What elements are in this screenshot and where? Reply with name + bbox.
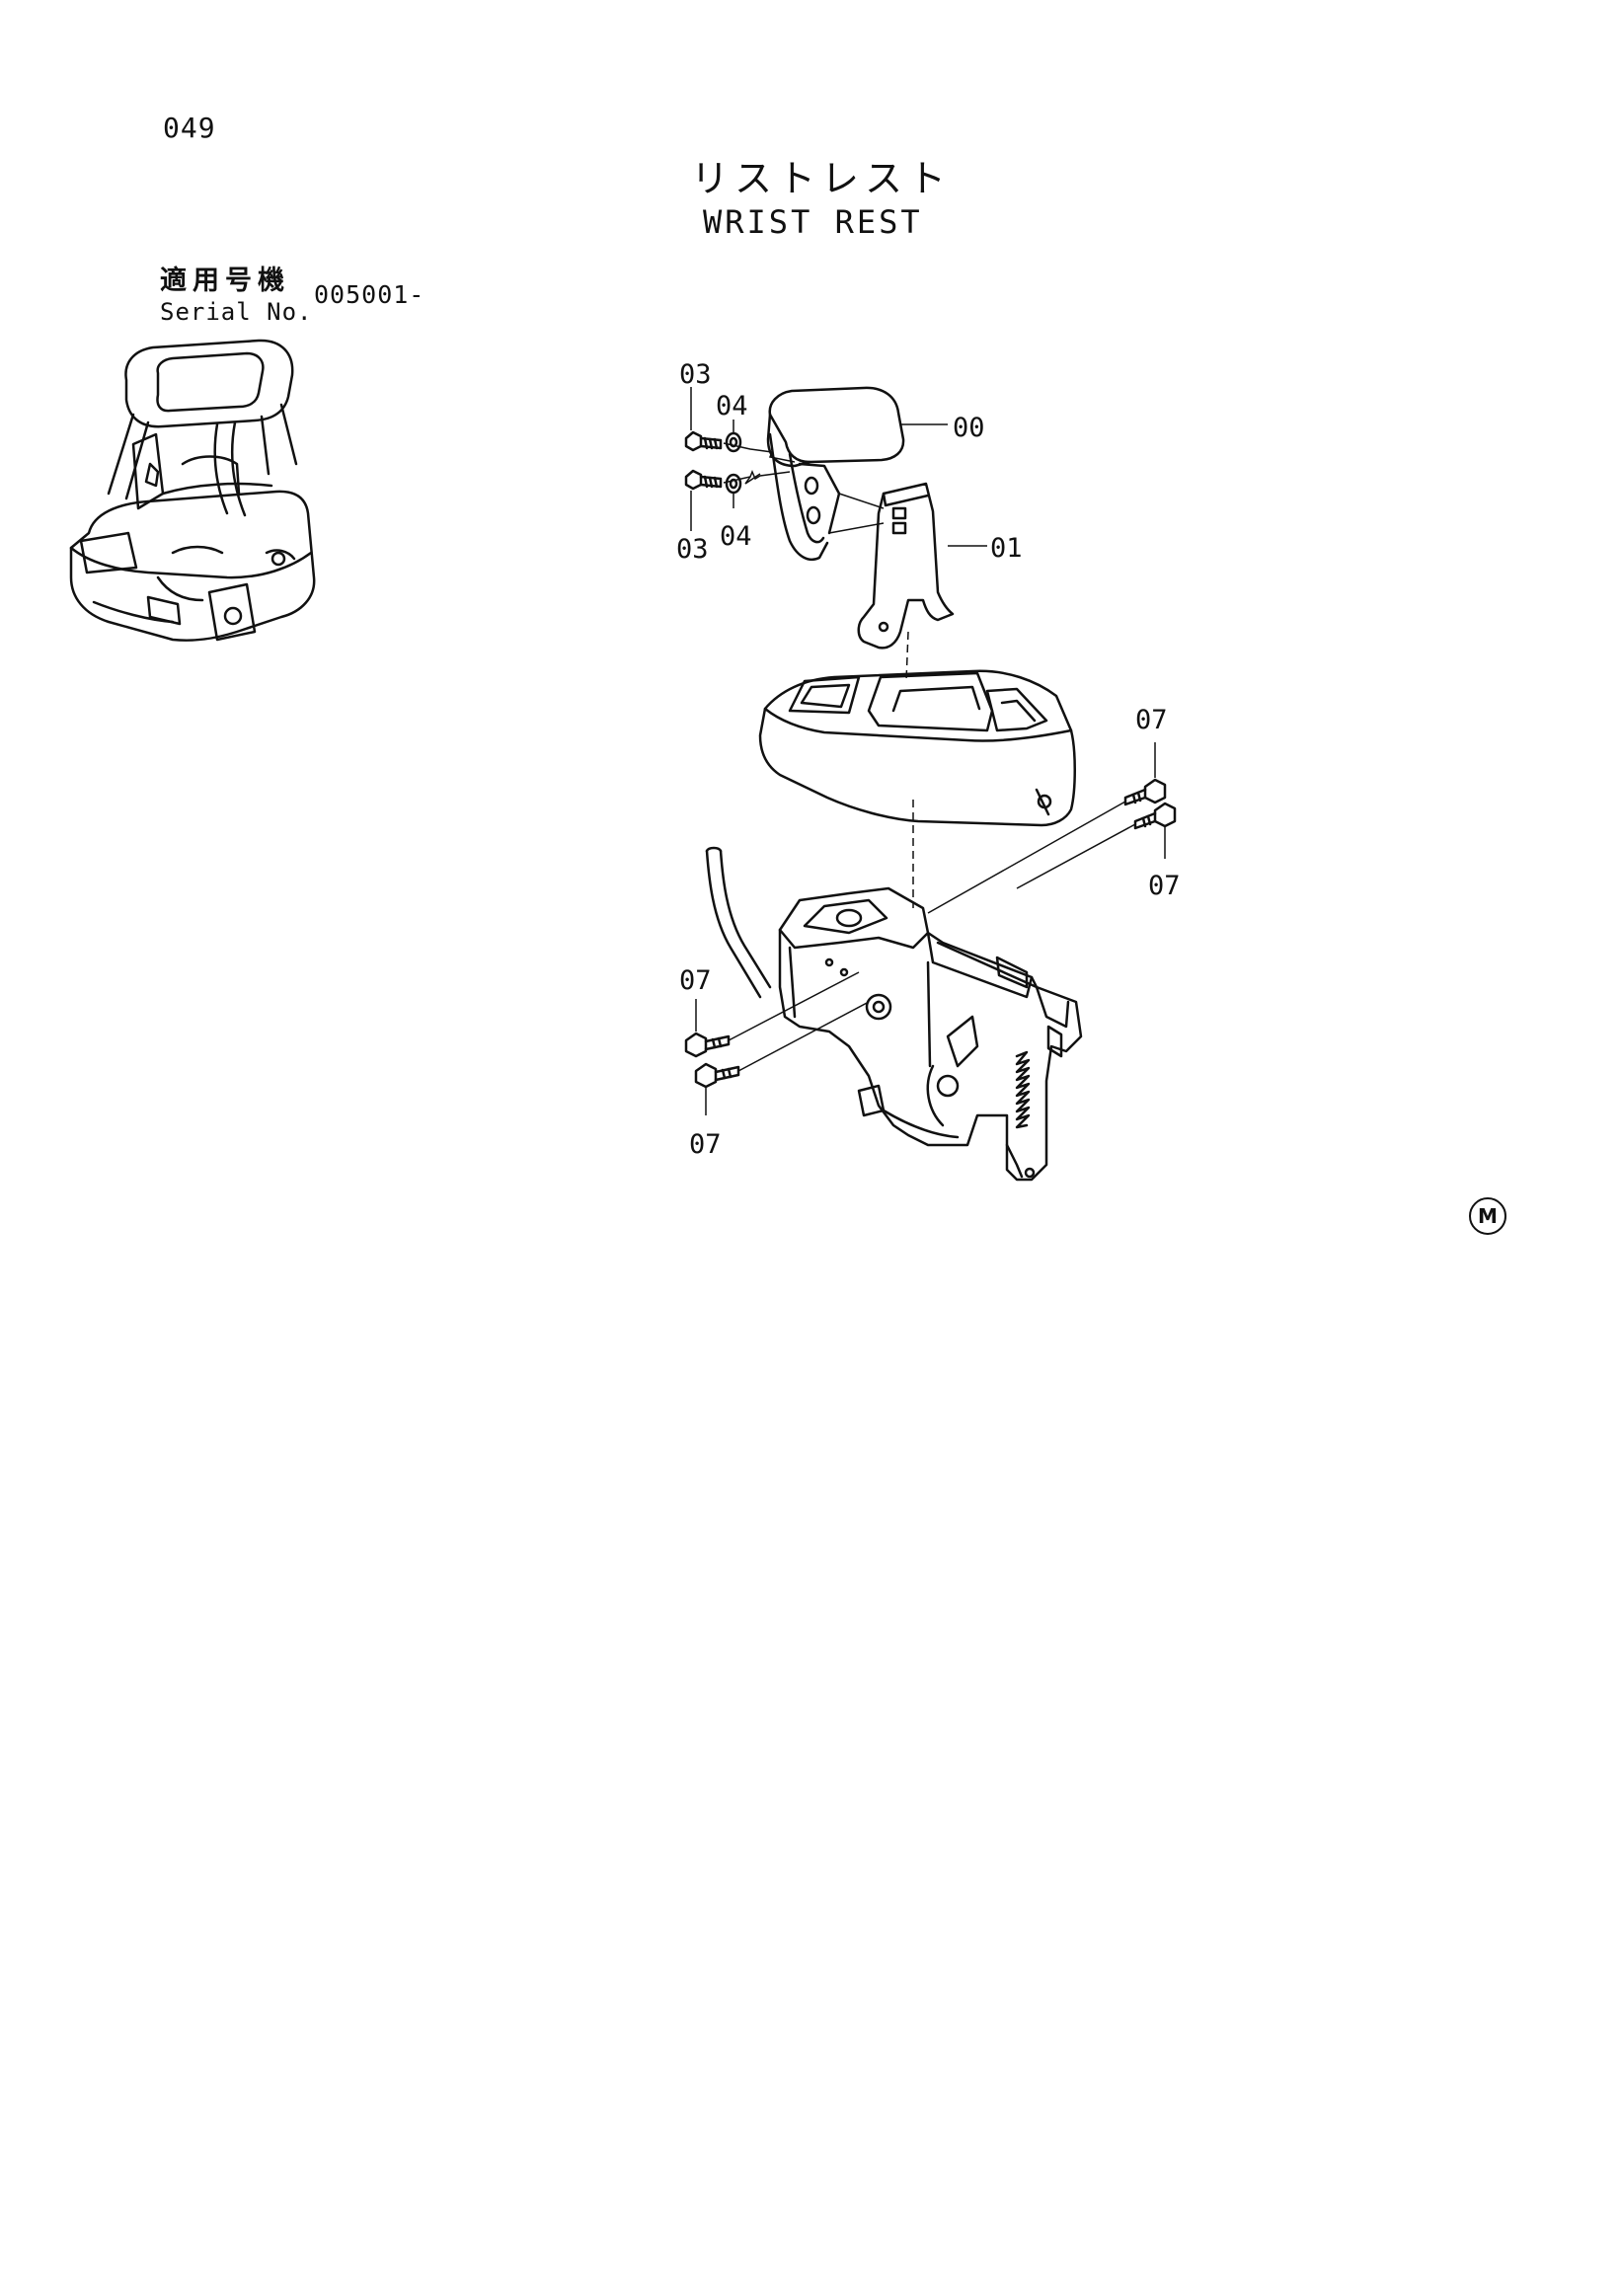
callout-labels: 03 04 00 03 04 01 07 07 07 07 [676, 359, 1181, 1160]
console-cover [758, 669, 1076, 827]
callout-03-upper: 03 [679, 359, 712, 390]
title-english: WRIST REST [703, 203, 923, 241]
callout-07-upper-right: 07 [1135, 705, 1168, 735]
callout-07-lower-left: 07 [689, 1129, 722, 1160]
callout-00: 00 [953, 413, 985, 443]
callout-07-upper-left: 07 [679, 965, 712, 996]
part-03-screws [684, 430, 723, 491]
leader-lines [690, 387, 1166, 1115]
part-07-bolts [684, 778, 1177, 1089]
part-04-washers [725, 431, 742, 495]
serial-label-english: Serial No. [160, 298, 313, 326]
callout-04-lower: 04 [720, 521, 752, 552]
serial-label-japanese: 適用号機 [160, 266, 290, 296]
page-number: 049 [163, 112, 216, 144]
part-01-bracket [857, 482, 955, 650]
callout-04-upper: 04 [716, 391, 748, 421]
serial-number-value: 005001- [314, 280, 425, 309]
callout-03-lower: 03 [676, 534, 709, 565]
m-marker-symbol: M [1469, 1197, 1506, 1235]
callout-01: 01 [990, 533, 1023, 564]
lever-frame [705, 846, 1083, 1182]
callout-07-lower-right: 07 [1148, 871, 1181, 901]
title-japanese: リストレスト [691, 157, 953, 200]
part-00-wrist-rest-pad [766, 386, 905, 562]
